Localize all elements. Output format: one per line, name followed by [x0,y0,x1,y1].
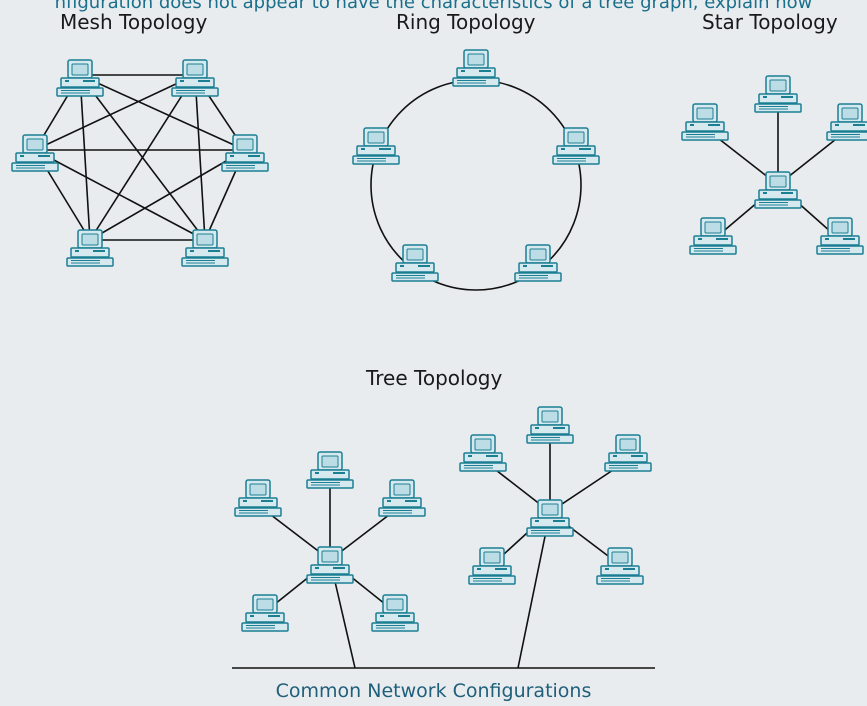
desktop-computer-icon [234,479,282,517]
desktop-computer-icon [371,594,419,632]
star-topology-title: Star Topology [702,10,838,34]
desktop-computer-icon [181,229,229,267]
desktop-computer-icon [816,217,864,255]
desktop-computer-icon [552,127,600,165]
desktop-computer-icon [66,229,114,267]
desktop-computer-icon [754,75,802,113]
desktop-computer-icon [11,134,59,172]
desktop-computer-icon [459,434,507,472]
desktop-computer-icon [689,217,737,255]
cut-off-question-text: nfiguration does not appear to have the … [54,0,813,13]
desktop-computer-icon [391,244,439,282]
desktop-computer-icon [754,171,802,209]
desktop-computer-icon [306,546,354,584]
desktop-computer-icon [56,59,104,97]
desktop-computer-icon [526,499,574,537]
desktop-computer-icon [352,127,400,165]
desktop-computer-icon [452,49,500,87]
desktop-computer-icon [514,244,562,282]
desktop-computer-icon [826,103,867,141]
tree-links [232,430,655,669]
ring-topology-title: Ring Topology [396,10,536,34]
desktop-computer-icon [171,59,219,97]
desktop-computer-icon [378,479,426,517]
mesh-topology-title: Mesh Topology [60,10,208,34]
desktop-computer-icon [241,594,289,632]
desktop-computer-icon [468,547,516,585]
desktop-computer-icon [221,134,269,172]
mesh-links [34,74,246,241]
tree-topology-title: Tree Topology [366,366,503,390]
desktop-computer-icon [306,451,354,489]
desktop-computer-icon [526,406,574,444]
desktop-computer-icon [681,103,729,141]
desktop-computer-icon [604,434,652,472]
figure-caption: Common Network Configurations [275,680,592,702]
